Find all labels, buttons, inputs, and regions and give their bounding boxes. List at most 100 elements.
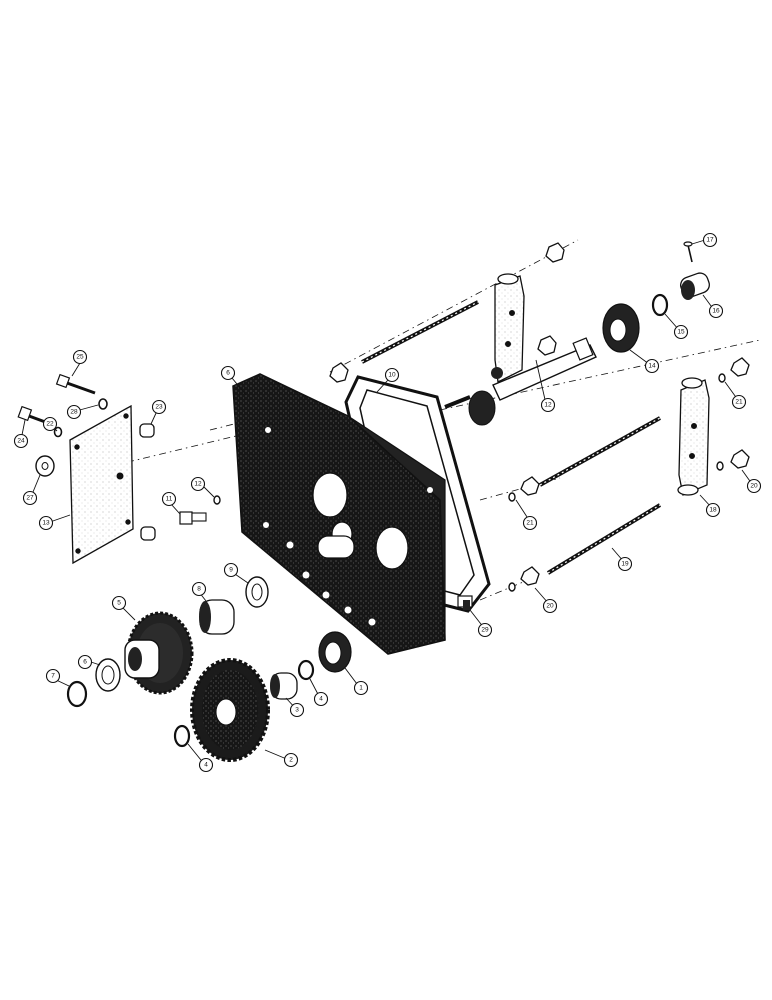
callout-washer-21b: 21 xyxy=(522,515,538,531)
svg-text:18: 18 xyxy=(709,507,717,514)
callout-gasket: 10 xyxy=(384,367,400,383)
svg-text:20: 20 xyxy=(546,603,554,610)
snap-ring-15 xyxy=(651,293,669,317)
callout-gear-5: 5 xyxy=(111,595,127,611)
callout-coupling-16: 16 xyxy=(708,303,724,319)
svg-text:19: 19 xyxy=(621,561,629,568)
svg-text:25: 25 xyxy=(76,354,84,361)
bolt-25 xyxy=(55,373,96,395)
washer-9 xyxy=(245,576,269,608)
callouts: 6 10 13 25 28 23 24 22 27 11 12 12 14 15… xyxy=(13,232,762,773)
snap-ring-4b xyxy=(297,659,315,681)
callout-dowel-23: 23 xyxy=(151,399,167,415)
callout-ring-15: 15 xyxy=(673,324,689,340)
callout-washer-22: 22 xyxy=(42,416,58,432)
svg-text:1: 1 xyxy=(359,685,363,692)
svg-text:22: 22 xyxy=(46,421,54,428)
svg-text:17: 17 xyxy=(706,237,714,244)
svg-text:5: 5 xyxy=(117,600,121,607)
svg-text:15: 15 xyxy=(677,329,685,336)
washer-middle xyxy=(508,492,516,502)
svg-text:29: 29 xyxy=(481,627,489,634)
svg-text:8: 8 xyxy=(197,586,201,593)
right-strap xyxy=(677,377,710,496)
svg-text:12: 12 xyxy=(194,481,202,488)
bushing-8 xyxy=(199,599,235,635)
plug-29 xyxy=(457,595,473,610)
callout-washer-27: 27 xyxy=(22,490,38,506)
svg-text:21: 21 xyxy=(526,520,534,527)
svg-text:28: 28 xyxy=(70,409,78,416)
callout-gear-2: 2 xyxy=(283,752,299,768)
svg-text:13: 13 xyxy=(42,520,50,527)
svg-text:12: 12 xyxy=(544,402,552,409)
callout-bolt-24: 24 xyxy=(13,433,29,449)
svg-text:9: 9 xyxy=(229,567,233,574)
callout-washer-12: 12 xyxy=(190,476,206,492)
svg-text:27: 27 xyxy=(26,495,34,502)
nut-upper-left xyxy=(329,362,349,383)
upper-stud xyxy=(361,300,479,364)
callout-plug-29: 29 xyxy=(477,622,493,638)
nut-right-upper xyxy=(730,357,750,377)
callout-washer-21a: 21 xyxy=(731,394,747,410)
callout-bearing-1: 1 xyxy=(353,680,369,696)
snap-ring-4a xyxy=(173,724,191,748)
washer-28 xyxy=(98,398,108,410)
dowel-pins xyxy=(139,423,156,541)
svg-text:4: 4 xyxy=(204,762,208,769)
washer-6 xyxy=(95,658,121,692)
callout-bushing-3: 3 xyxy=(289,702,305,718)
svg-text:24: 24 xyxy=(17,438,25,445)
pinion-shaft xyxy=(444,337,597,426)
nut-shaft-end xyxy=(537,335,557,356)
bolt-24 xyxy=(17,405,49,425)
bushing-3 xyxy=(270,672,298,700)
coupling-16 xyxy=(680,272,710,300)
washer-22 xyxy=(53,426,63,438)
svg-text:7: 7 xyxy=(51,673,55,680)
bearing-1 xyxy=(318,631,352,673)
callout-bolt-11: 11 xyxy=(161,491,177,507)
gear-5 xyxy=(124,611,194,695)
side-plate xyxy=(69,404,134,565)
snap-ring-7 xyxy=(66,680,88,708)
middle-stud xyxy=(539,416,661,487)
washer-lower xyxy=(508,582,516,592)
bolt-11 xyxy=(179,511,207,525)
callout-side-plate: 13 xyxy=(38,515,54,531)
cover-plate xyxy=(232,373,446,655)
nut-middle xyxy=(520,476,540,496)
callout-washer-28: 28 xyxy=(66,404,82,420)
svg-text:10: 10 xyxy=(388,372,396,379)
callout-stud-19: 19 xyxy=(617,556,633,572)
callout-washer-6: 6 xyxy=(77,654,93,670)
svg-text:11: 11 xyxy=(166,496,173,503)
screw-17 xyxy=(683,241,693,263)
gear-2 xyxy=(190,658,270,762)
svg-text:6: 6 xyxy=(226,370,230,377)
svg-text:14: 14 xyxy=(648,363,656,370)
svg-text:4: 4 xyxy=(319,696,323,703)
callout-screw-17: 17 xyxy=(702,232,718,248)
svg-text:6: 6 xyxy=(83,659,87,666)
callout-cover-plate: 6 xyxy=(220,365,236,381)
callout-ring-7: 7 xyxy=(45,668,61,684)
callout-ring-4a: 4 xyxy=(198,757,214,773)
svg-text:20: 20 xyxy=(750,483,758,490)
nut-right-lower xyxy=(730,449,750,469)
svg-text:3: 3 xyxy=(295,707,299,714)
nut-lower xyxy=(520,566,540,586)
lower-stud-19 xyxy=(546,503,662,575)
svg-text:21: 21 xyxy=(735,399,743,406)
callout-nut-20b: 20 xyxy=(542,598,558,614)
svg-text:2: 2 xyxy=(289,757,293,764)
callout-bearing-14: 14 xyxy=(644,358,660,374)
callout-bolt-25: 25 xyxy=(72,349,88,365)
callout-pinion-shaft: 12 xyxy=(540,397,556,413)
washer-12 xyxy=(213,495,221,505)
nut-upper-right xyxy=(545,242,565,263)
bearing-14 xyxy=(602,303,640,353)
washer-right-upper xyxy=(718,373,726,383)
